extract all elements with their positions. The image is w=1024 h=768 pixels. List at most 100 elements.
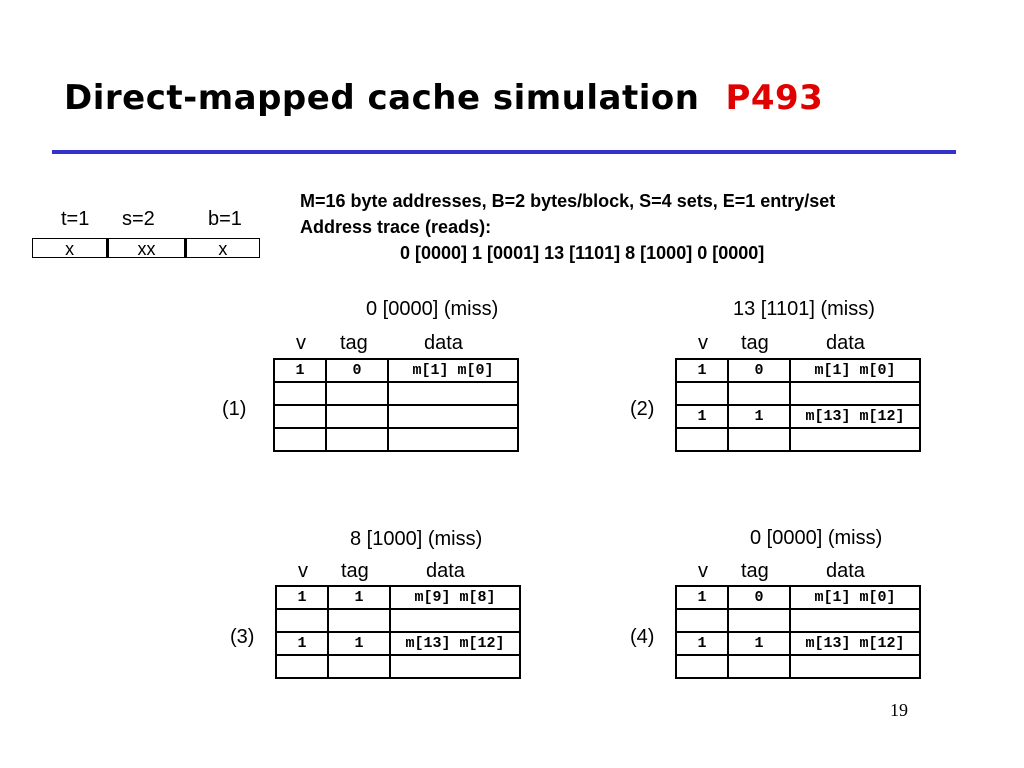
- valid-cell: [275, 654, 329, 679]
- tag-cell: [727, 427, 791, 452]
- column-v-header: v: [698, 560, 708, 582]
- valid-cell: 1: [675, 358, 729, 383]
- data-cell: [789, 381, 921, 406]
- valid-cell: 1: [675, 585, 729, 610]
- column-tag-header: tag: [341, 560, 369, 582]
- valid-cell: [675, 608, 729, 633]
- panel-caption: 0 [0000] (miss): [750, 527, 883, 549]
- tag-cell: [325, 381, 389, 406]
- data-cell: [387, 427, 519, 452]
- data-cell: m[1] m[0]: [789, 585, 921, 610]
- step-label: (1): [222, 398, 247, 420]
- step-label: (2): [630, 398, 655, 420]
- valid-cell: [675, 427, 729, 452]
- tag-cell: 0: [325, 358, 389, 383]
- valid-cell: 1: [675, 631, 729, 656]
- tag-cell: [727, 381, 791, 406]
- data-cell: m[13] m[12]: [789, 404, 921, 429]
- valid-cell: 1: [273, 358, 327, 383]
- tag-cell: [325, 404, 389, 429]
- data-cell: m[13] m[12]: [789, 631, 921, 656]
- valid-cell: 1: [275, 585, 329, 610]
- tag-cell: [325, 427, 389, 452]
- valid-cell: [273, 427, 327, 452]
- tag-cell: [327, 608, 391, 633]
- cache-set-row: [675, 427, 921, 452]
- block-bits-label: b=1: [208, 208, 242, 230]
- valid-cell: [275, 608, 329, 633]
- block-field: x: [183, 239, 259, 259]
- valid-cell: 1: [675, 404, 729, 429]
- column-v-header: v: [298, 560, 308, 582]
- valid-cell: [273, 381, 327, 406]
- cache-set-row: [675, 381, 921, 406]
- cache-set-row: [273, 427, 519, 452]
- cache-set-row: [275, 608, 521, 633]
- data-cell: [389, 608, 521, 633]
- cache-parameters: M=16 byte addresses, B=2 bytes/block, S=…: [300, 188, 835, 266]
- step-label: (4): [630, 626, 655, 648]
- set-bits-label: s=2: [122, 208, 155, 230]
- address-format-box: x xx x: [32, 238, 260, 259]
- tag-cell: [727, 608, 791, 633]
- tag-cell: 0: [727, 585, 791, 610]
- tag-cell: 1: [327, 631, 391, 656]
- data-cell: [789, 427, 921, 452]
- valid-cell: [675, 381, 729, 406]
- column-data-header: data: [426, 560, 465, 582]
- tag-cell: 0: [727, 358, 791, 383]
- column-tag-header: tag: [340, 332, 368, 354]
- data-cell: [387, 381, 519, 406]
- column-data-header: data: [826, 560, 865, 582]
- data-cell: m[9] m[8]: [389, 585, 521, 610]
- valid-cell: [675, 654, 729, 679]
- tag-cell: [727, 654, 791, 679]
- tag-cell: 1: [727, 404, 791, 429]
- page-number: 19: [890, 700, 908, 720]
- step-label: (3): [230, 626, 255, 648]
- column-v-header: v: [698, 332, 708, 354]
- set-field: xx: [106, 239, 183, 259]
- column-data-header: data: [424, 332, 463, 354]
- cache-set-row: [675, 608, 921, 633]
- column-v-header: v: [296, 332, 306, 354]
- tag-bits-label: t=1: [61, 208, 90, 230]
- tag-cell: 1: [727, 631, 791, 656]
- cache-set-row: [675, 654, 921, 679]
- title-text: Direct-mapped cache simulation: [64, 78, 700, 118]
- data-cell: [389, 654, 521, 679]
- cache-set-row: [273, 381, 519, 406]
- data-cell: [789, 608, 921, 633]
- column-tag-header: tag: [741, 332, 769, 354]
- data-cell: m[1] m[0]: [387, 358, 519, 383]
- page-reference: P493: [725, 78, 824, 118]
- panel-caption: 8 [1000] (miss): [350, 528, 483, 550]
- tag-cell: [327, 654, 391, 679]
- params-line-2: Address trace (reads):: [300, 217, 492, 237]
- data-cell: m[13] m[12]: [389, 631, 521, 656]
- slide-title: Direct-mapped cache simulation P493: [64, 78, 823, 118]
- cache-set-row: [273, 404, 519, 429]
- valid-cell: 1: [275, 631, 329, 656]
- address-trace: 0 [0000] 1 [0001] 13 [1101] 8 [1000] 0 […: [400, 243, 765, 263]
- params-line-1: M=16 byte addresses, B=2 bytes/block, S=…: [300, 191, 836, 211]
- data-cell: [789, 654, 921, 679]
- data-cell: m[1] m[0]: [789, 358, 921, 383]
- title-divider: [52, 150, 956, 154]
- column-tag-header: tag: [741, 560, 769, 582]
- panel-caption: 0 [0000] (miss): [366, 298, 499, 320]
- data-cell: [387, 404, 519, 429]
- valid-cell: [273, 404, 327, 429]
- column-data-header: data: [826, 332, 865, 354]
